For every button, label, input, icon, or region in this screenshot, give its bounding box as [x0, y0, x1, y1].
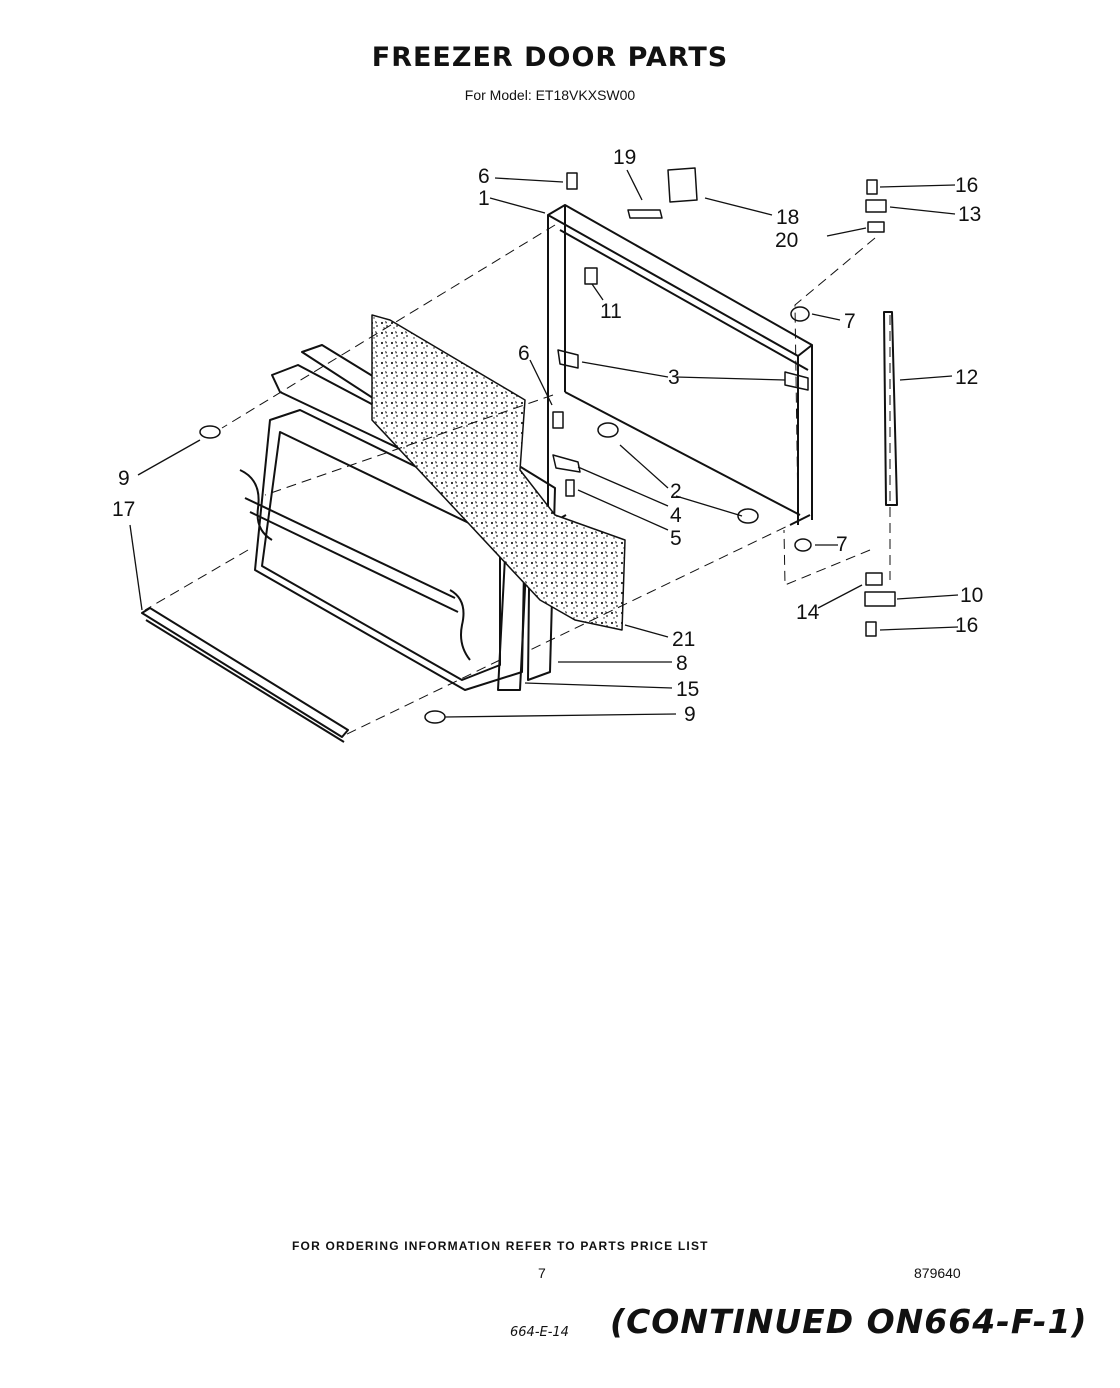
callout-5: 5: [670, 527, 682, 550]
alignment-lines: [144, 224, 891, 736]
callout-6-hinge: 6: [518, 342, 530, 365]
breaker-strip: [141, 607, 349, 743]
callout-9-top: 9: [118, 467, 130, 490]
leader-lines: [129, 169, 959, 718]
top-hinge: [865, 199, 887, 233]
door-liner: [239, 409, 526, 691]
door-stop-rod: [883, 311, 898, 506]
callout-7-bottom: 7: [836, 533, 848, 556]
hardware-parts: [199, 167, 878, 724]
foam-insulation: [371, 314, 626, 631]
callout-9-bottom: 9: [684, 703, 696, 726]
model-subtitle: For Model: ET18VKXSW00: [464, 87, 636, 103]
document-number: 879640: [914, 1265, 961, 1281]
callout-21: 21: [672, 628, 695, 651]
callout-4: 4: [670, 504, 682, 527]
callout-17: 17: [112, 498, 135, 521]
door-gasket: [271, 364, 531, 691]
callout-labels: 1 2 3 4 5 6 6 7 7 8 9 9 10 11 12 13 14 1…: [112, 146, 983, 726]
callout-10: 10: [960, 584, 983, 607]
callout-15: 15: [676, 678, 699, 701]
callout-12: 12: [955, 366, 978, 389]
callout-6-top: 6: [478, 165, 490, 188]
callout-14: 14: [796, 601, 820, 624]
callout-11: 11: [600, 300, 622, 323]
callout-3: 3: [668, 366, 680, 389]
continued-note: (CONTINUED ON664-F-1): [610, 1302, 1088, 1341]
callout-20: 20: [775, 229, 798, 252]
callout-8: 8: [676, 652, 688, 675]
callout-7-top: 7: [844, 310, 856, 333]
handwritten-reference: 664-E-14: [510, 1325, 569, 1340]
callout-19: 19: [613, 146, 636, 169]
callout-1: 1: [478, 187, 490, 210]
callout-13: 13: [958, 203, 981, 226]
bottom-hinge: [864, 572, 896, 607]
page-title: FREEZER DOOR PARTS: [371, 42, 729, 73]
callout-16-top: 16: [955, 174, 978, 197]
callout-18: 18: [776, 206, 799, 229]
door-frame: [547, 204, 813, 526]
callout-16-bottom: 16: [955, 614, 978, 637]
page-number: 7: [538, 1265, 546, 1281]
callout-2: 2: [670, 480, 682, 503]
ordering-note: FOR ORDERING INFORMATION REFER TO PARTS …: [292, 1239, 709, 1253]
